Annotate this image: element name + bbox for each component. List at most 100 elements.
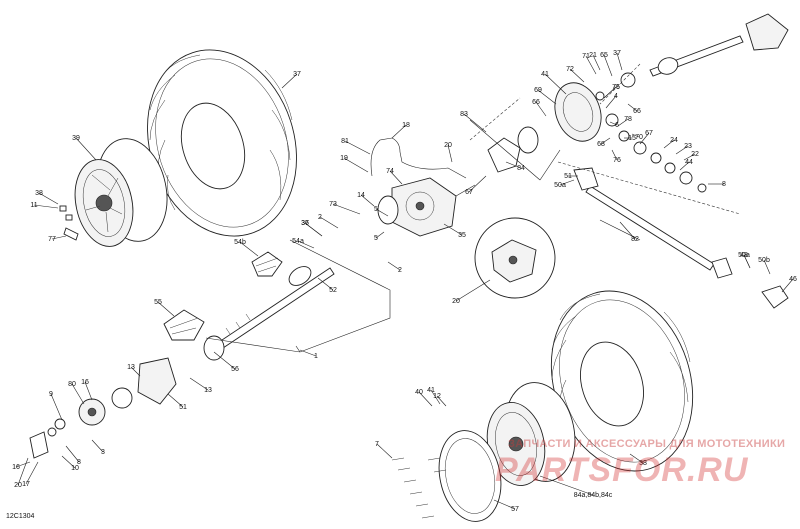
callout-54b: 54b <box>234 239 259 257</box>
callout-label: 57 <box>511 506 519 513</box>
vent-hose <box>370 137 467 179</box>
callout-leader <box>468 175 487 193</box>
callout-4: 4 <box>605 93 618 109</box>
callout-label: 5 <box>374 206 378 213</box>
callout-label: 8 <box>722 181 726 188</box>
callout-leader <box>443 223 463 236</box>
drawing-code: 12C1304 <box>6 513 35 520</box>
callout-leader <box>375 231 385 239</box>
callout-leader <box>743 254 751 269</box>
callout-layer: 1223455678891011121313141516161718192020… <box>12 50 797 513</box>
callout-leader <box>629 453 644 464</box>
callout-label: 23 <box>684 143 692 150</box>
callout-label: 46 <box>789 276 797 283</box>
callout-35: 35 <box>443 223 466 239</box>
callout-23: 23 <box>675 143 692 155</box>
callout-leader <box>130 366 141 377</box>
callout-label: 7 <box>375 441 379 448</box>
callout-leader <box>544 73 567 95</box>
callout-80: 80 <box>68 381 85 405</box>
callout-65: 65 <box>600 52 613 77</box>
callout-66: 66 <box>627 103 641 115</box>
callout-label: 84a,84b,84c <box>574 492 613 499</box>
callout-37: 37 <box>613 50 623 71</box>
callout-leader <box>319 216 339 229</box>
wheel-rim-lower-right <box>486 382 576 486</box>
callout-label: 5 <box>374 235 378 242</box>
callout-leader <box>297 240 315 249</box>
callout-leader <box>15 461 31 468</box>
callout-12: 12 <box>433 393 447 407</box>
callout-14: 14 <box>357 192 375 207</box>
seal-bearing-stack <box>595 72 707 193</box>
callout-leader <box>25 461 39 485</box>
callout-13: 13 <box>189 377 212 394</box>
callout-78: 78 <box>617 116 632 127</box>
callout-leader <box>213 351 236 370</box>
callout-leader <box>189 377 209 391</box>
callout-leader <box>65 445 80 463</box>
callout-leader <box>375 208 389 217</box>
callout-55: 55 <box>154 299 175 317</box>
callout-label: 55 <box>154 299 162 306</box>
callout-label: 3 <box>101 449 105 456</box>
callout-leader <box>763 259 771 275</box>
callout-9: 9 <box>49 391 63 421</box>
callout-83: 83 <box>460 111 487 133</box>
callout-21: 21 <box>589 52 601 71</box>
callout-38: 38 <box>35 190 59 205</box>
callout-label: 9 <box>49 391 53 398</box>
callout-leader <box>387 261 401 271</box>
callout-label: 16 <box>12 464 20 471</box>
callout-leader <box>447 144 453 163</box>
callout-label: 84 <box>517 165 525 172</box>
callout-label: 80 <box>68 381 76 388</box>
callout-label: 76 <box>612 84 620 91</box>
callout-20: 20 <box>14 457 29 489</box>
callout-1: 1 <box>299 349 318 360</box>
callout-leader <box>239 241 259 257</box>
callout-label: 21 <box>589 52 597 59</box>
callout-leader <box>569 68 585 83</box>
callout-leader <box>781 278 794 293</box>
callout-label: 69 <box>534 87 542 94</box>
rear-differential <box>377 177 476 237</box>
callout-leader <box>436 395 447 407</box>
callout-label: 44 <box>685 159 693 166</box>
callout-label: 67 <box>465 189 473 196</box>
callout-40: 40 <box>415 389 433 407</box>
callout-label: 50b <box>758 257 770 264</box>
callout-77: 77 <box>48 235 67 243</box>
callout-label: 8 <box>77 459 81 466</box>
callout-leader <box>663 139 675 149</box>
cv-boot-kit-outer <box>163 309 205 341</box>
differential-detail-callout <box>474 217 556 299</box>
callout-leader <box>600 137 611 145</box>
callout-44: 44 <box>679 159 693 171</box>
callout-label: 24 <box>670 137 678 144</box>
callout-leader <box>683 153 696 161</box>
callout-74: 74 <box>386 168 403 185</box>
callout-label: 72 <box>566 66 574 73</box>
callout-22: 22 <box>683 151 699 161</box>
callout-15: 15 <box>624 135 636 142</box>
callout-leader <box>603 86 617 99</box>
callout-3: 3 <box>91 439 105 456</box>
callout-label: 52 <box>329 287 337 294</box>
callout-11: 11 <box>30 202 59 209</box>
callout-label: 67 <box>645 130 653 137</box>
callout-label: 17 <box>22 481 30 488</box>
callout-label: 14 <box>357 192 365 199</box>
callout-label: 73 <box>329 201 337 208</box>
callout-label: 2 <box>398 267 402 274</box>
callout-label: 74 <box>386 168 394 175</box>
callout-76: 76 <box>603 84 620 99</box>
beadlock-bolts <box>391 457 447 519</box>
callout-84: 84 <box>505 161 525 172</box>
yoke-48 <box>761 285 789 309</box>
callout-leader <box>317 277 334 291</box>
callout-label: 66 <box>633 108 641 115</box>
callout-label: 51 <box>564 173 572 180</box>
callout-51: 51 <box>167 393 187 411</box>
callout-label: 51 <box>179 404 187 411</box>
